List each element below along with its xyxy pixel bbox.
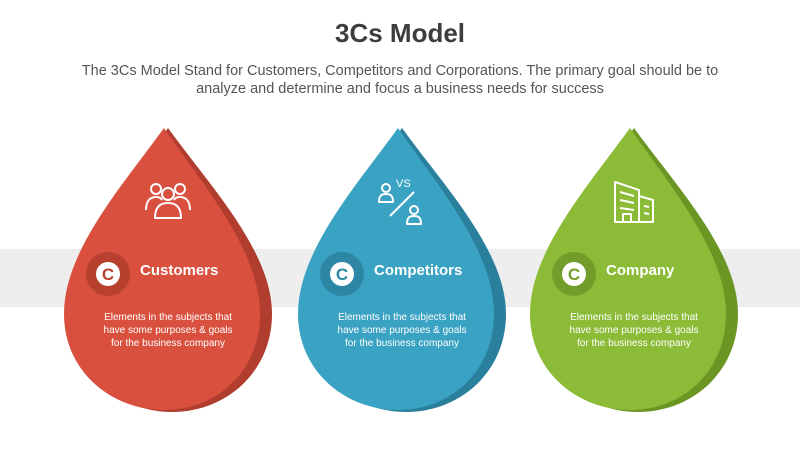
- description-competitors: Elements in the subjects that have some …: [337, 312, 467, 349]
- drop-shape: [530, 128, 738, 412]
- label-customers: Customers: [140, 262, 219, 279]
- badge-company: C: [552, 252, 596, 296]
- drop-competitors: VS C Competitors Elements in the subject…: [294, 126, 510, 416]
- badge-customers: C: [86, 252, 130, 296]
- versus-text: VS: [396, 178, 411, 190]
- letter-c-icon: C: [330, 262, 354, 286]
- label-competitors: Competitors: [374, 262, 463, 279]
- drop-company: C Company Elements in the subjects that …: [526, 126, 742, 416]
- versus-people-icon: VS: [378, 178, 422, 225]
- page-subtitle: The 3Cs Model Stand for Customers, Compe…: [81, 63, 719, 97]
- drop-customers: C Customers Elements in the subjects tha…: [60, 126, 276, 416]
- description-customers: Elements in the subjects that have some …: [103, 312, 233, 349]
- building-icon: [614, 181, 654, 223]
- label-company: Company: [606, 262, 675, 279]
- drop-shape: [64, 128, 272, 412]
- letter-c-icon: C: [96, 262, 120, 286]
- page-title: 3Cs Model: [334, 18, 466, 48]
- badge-competitors: C: [320, 252, 364, 296]
- drop-shape: [298, 128, 506, 412]
- description-company: Elements in the subjects that have some …: [569, 312, 699, 349]
- group-people-icon: [145, 183, 191, 219]
- letter-c-icon: C: [562, 262, 586, 286]
